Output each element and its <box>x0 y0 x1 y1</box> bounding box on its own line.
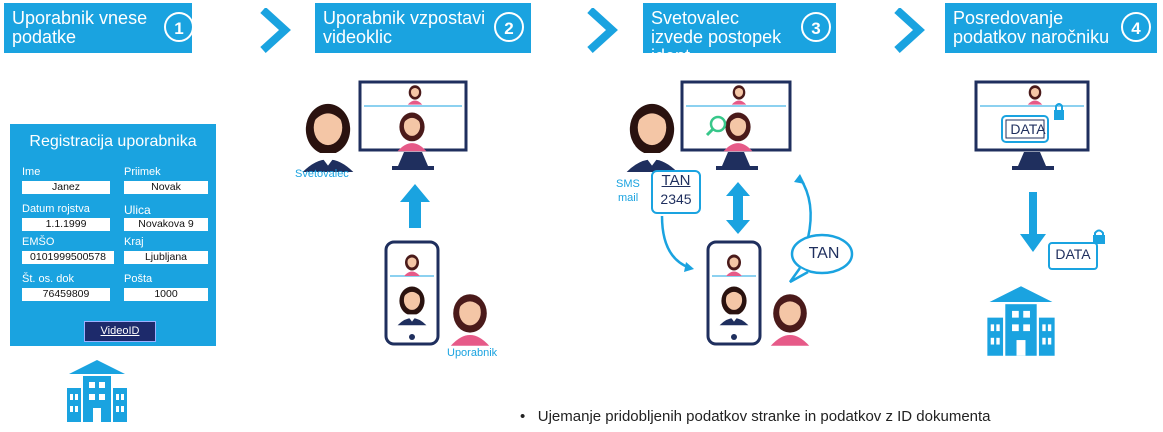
chevron-arrow-icon <box>259 8 291 54</box>
data-monitor-icon <box>974 80 1090 170</box>
chevron-arrow-icon <box>586 8 618 54</box>
mail-label: mail <box>618 192 639 204</box>
bullet-dot: • <box>520 408 538 425</box>
monitor-data-label: DATA <box>1010 121 1046 137</box>
step-1-number: 1 <box>164 12 194 42</box>
smartphone-icon <box>384 240 440 346</box>
advisor-avatar-icon <box>626 103 678 172</box>
advisor-avatar-icon <box>302 103 354 172</box>
field-label-emso: EMŠO <box>22 236 55 248</box>
form-title: Registracija uporabnika <box>29 133 197 150</box>
bullet-point: • Ujemanje pridobljenih podatkov stranke… <box>520 408 991 425</box>
step-1-title: Uporabnik vnese podatke <box>12 8 148 47</box>
field-label-dok: Št. os. dok <box>22 273 74 285</box>
step-1-banner: Uporabnik vnese podatke <box>4 3 192 53</box>
videoid-button[interactable]: VideoID <box>84 321 156 342</box>
tan-box-code: 2345 <box>660 191 692 207</box>
user-avatar-icon <box>770 294 810 346</box>
chevron-arrow-icon <box>893 8 925 54</box>
registration-form: Registracija uporabnika Ime Janez Priime… <box>10 124 216 346</box>
step-3-title: Svetovalec izvede postopek ident. <box>651 8 782 66</box>
field-label-datum: Datum rojstva <box>22 203 90 215</box>
field-input-dok[interactable]: 76459809 <box>22 288 110 301</box>
sms-label: SMS <box>616 178 640 190</box>
video-call-monitor-icon <box>358 80 468 170</box>
tan-code-box: TAN 2345 <box>651 170 701 214</box>
step-3-banner: Svetovalec izvede postopek ident. <box>643 3 836 66</box>
field-input-emso[interactable]: 0101999500578 <box>22 251 114 264</box>
field-label-priimek: Priimek <box>124 166 161 178</box>
field-input-posta[interactable]: 1000 <box>124 288 208 301</box>
speech-bubble-icon <box>788 233 854 284</box>
user-label: Uporabnik <box>447 347 498 359</box>
step-4-number: 4 <box>1121 12 1151 42</box>
building-icon <box>987 286 1055 356</box>
step-4-title: Posredovanje podatkov naročniku <box>953 8 1110 47</box>
field-input-priimek[interactable]: Novak <box>124 181 208 194</box>
field-label-ime: Ime <box>22 166 41 178</box>
curved-arrow-down-icon <box>660 215 694 272</box>
double-arrow-icon <box>726 182 750 234</box>
bullet-text: Ujemanje pridobljenih podatkov stranke i… <box>537 408 991 425</box>
field-input-ulica[interactable]: Novakova 9 <box>124 218 208 231</box>
field-input-ime[interactable]: Janez <box>22 181 110 194</box>
data-package-box <box>1048 242 1098 270</box>
field-input-kraj[interactable]: Ljubljana <box>124 251 208 264</box>
package-data-label: DATA <box>1055 246 1091 262</box>
down-arrow-icon <box>1020 192 1046 252</box>
field-label-ulica: Ulica <box>124 203 151 217</box>
verification-monitor-icon <box>680 80 792 170</box>
field-label-posta: Pošta <box>124 273 153 285</box>
step-2-number: 2 <box>494 12 524 42</box>
tan-box-label: TAN <box>661 172 691 189</box>
smartphone-icon <box>706 240 762 346</box>
advisor-label: Svetovalec <box>295 168 349 180</box>
up-arrow-icon <box>400 184 430 228</box>
field-input-datum[interactable]: 1.1.1999 <box>22 218 110 231</box>
building-icon <box>67 360 127 422</box>
step-2-title: Uporabnik vzpostavi videoklic <box>323 8 486 47</box>
step-3-number: 3 <box>801 12 831 42</box>
curved-arrow-up-icon <box>794 174 812 239</box>
user-avatar-icon <box>450 294 490 346</box>
tan-bubble-text: TAN <box>808 245 840 262</box>
field-label-kraj: Kraj <box>124 236 144 248</box>
lock-icon <box>1093 229 1105 244</box>
